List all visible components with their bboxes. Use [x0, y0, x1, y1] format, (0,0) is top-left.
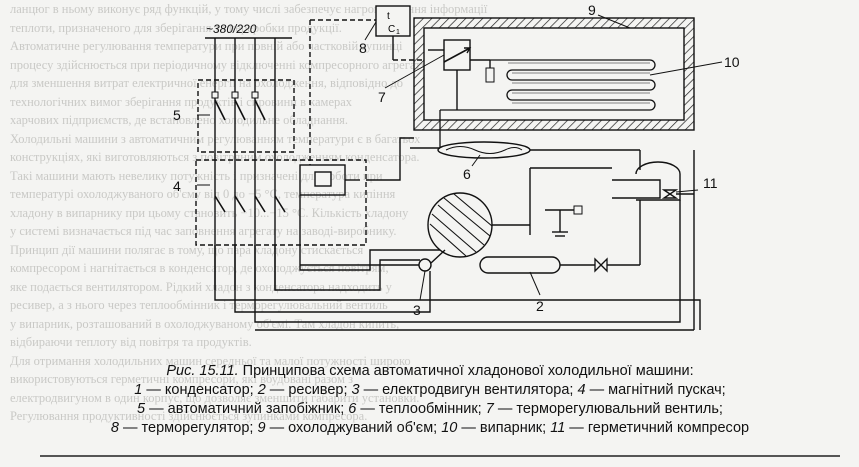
condenser: [427, 192, 530, 258]
receiver: [479, 200, 641, 274]
legend-num: 11: [550, 420, 566, 436]
label-7: 7: [378, 89, 386, 105]
fan-motor: [300, 249, 446, 272]
legend-text: — охолоджуваний об'єм;: [265, 420, 442, 436]
legend-text: — терморегулювальний вентиль;: [493, 401, 723, 417]
caption-line-3: 8 — терморегулятор; 9 — охолоджуваний об…: [10, 419, 850, 438]
caption-line-2: 5 — автоматичний запобіжник; 6 — теплооб…: [10, 400, 850, 419]
legend-num: 10: [441, 420, 458, 436]
legend-num: 9: [257, 420, 266, 436]
label-10: 10: [724, 54, 740, 70]
legend-num: 5: [137, 401, 146, 417]
callouts: [197, 14, 723, 301]
caption-line-1: 1 — конденсатор; 2 — ресивер; 3 — електр…: [10, 381, 850, 400]
hermetic-compressor: [529, 150, 695, 330]
label-6: 6: [463, 166, 471, 182]
legend-num: 3: [351, 382, 360, 398]
figure-caption: Рис. 15.11. Принципова схема автоматично…: [10, 362, 850, 438]
automatic-fuse: [197, 79, 295, 153]
power-lines: [205, 37, 292, 290]
legend-text: — випарник;: [457, 420, 551, 436]
legend-num: 4: [577, 382, 586, 398]
caption-title-line: Рис. 15.11. Принципова схема автоматично…: [10, 362, 850, 381]
legend-num: 1: [134, 382, 143, 398]
label-9: 9: [588, 2, 596, 18]
legend-text: — конденсатор;: [142, 382, 258, 398]
thermostat: t C 1: [309, 5, 440, 165]
label-11: 11: [703, 175, 718, 191]
voltage-label: ~380/220: [206, 22, 257, 36]
legend-text: — автоматичний запобіжник;: [145, 401, 349, 417]
legend-text: — магнітний пускач;: [585, 382, 726, 398]
legend-num: 2: [257, 382, 266, 398]
label-4: 4: [173, 178, 181, 194]
label-5: 5: [173, 107, 181, 123]
thermostat-sub2: 1: [396, 29, 400, 36]
heat-exchanger: [437, 98, 641, 170]
cooled-volume: [413, 17, 695, 131]
legend-text: — електродвигун вентилятора;: [359, 382, 578, 398]
thermostat-sub: C: [388, 24, 395, 35]
evaporator-coil: [439, 59, 656, 150]
legend-text: — теплообмінник;: [356, 401, 486, 417]
legend-text: — герметичний компресор: [565, 420, 750, 436]
legend-num: 8: [110, 420, 119, 436]
legend-text: — терморегулятор;: [118, 420, 258, 436]
legend-num: 7: [485, 401, 494, 417]
label-8: 8: [359, 40, 367, 56]
legend-text: — ресивер;: [265, 382, 352, 398]
control-wiring: [214, 137, 701, 331]
label-3: 3: [413, 302, 421, 318]
label-2: 2: [536, 298, 544, 314]
page-divider: [40, 455, 840, 457]
magnetic-starter: [195, 159, 367, 246]
figure-number: Рис. 15.11.: [166, 363, 239, 379]
figure-title: Принципова схема автоматичної хладонової…: [238, 363, 694, 379]
thermostat-mark: t: [387, 11, 390, 22]
legend-num: 6: [348, 401, 357, 417]
